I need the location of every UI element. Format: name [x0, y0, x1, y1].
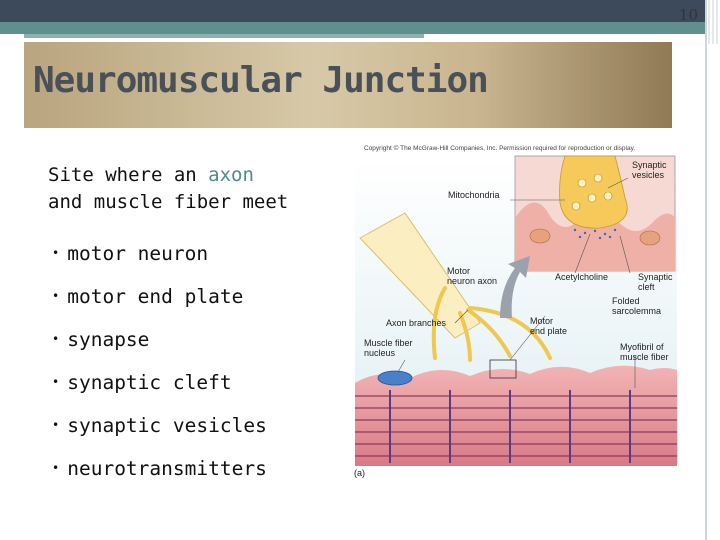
sarcolemma-folds [515, 202, 675, 271]
zoom-arrow [500, 256, 530, 318]
bullet-dot-icon: • [52, 332, 60, 346]
vesicle-3 [587, 193, 597, 203]
label-synaptic-vesicles-2: vesicles [632, 170, 665, 180]
label-folded-sarcolemma-1: Folded [612, 296, 640, 306]
end-plate-box [489, 359, 517, 379]
intro-line-1: Site where an axon [48, 162, 348, 189]
bullet-dot-icon: • [52, 418, 60, 432]
vesicle-2 [593, 173, 603, 183]
list-item: • synaptic vesicles [52, 410, 267, 453]
bullet-text: motor end plate [67, 285, 244, 308]
vesicle-4 [603, 191, 613, 201]
intro-line-1-text: Site where an [48, 164, 209, 186]
intro-accent-axon: axon [208, 164, 254, 186]
muscle-fiber [355, 365, 677, 466]
label-synaptic-vesicles-1: Synaptic [632, 160, 667, 170]
intro-line-2: and muscle fiber meet [48, 191, 289, 213]
intro-text: Site where an axon and muscle fiber meet [48, 162, 348, 216]
list-item: • motor neuron [52, 238, 267, 281]
label-axon-branches: Axon branches [386, 318, 447, 328]
slide-title: Neuromuscular Junction [33, 60, 489, 101]
bullet-dot-icon: • [52, 246, 60, 260]
right-stripes [708, 0, 720, 44]
myofibril-striations [355, 395, 677, 457]
label-muscle-fiber-nucleus-2: nucleus [364, 348, 396, 358]
label-muscle-fiber-nucleus-1: Muscle fiber [364, 338, 413, 348]
vesicle-5 [571, 201, 581, 211]
bullet-text: synaptic vesicles [67, 414, 267, 437]
bullet-dot-icon: • [52, 461, 60, 475]
motor-neuron-axon [359, 212, 481, 339]
label-folded-sarcolemma-2: sarcolemma [612, 306, 661, 316]
neuromuscular-junction-figure: Copyright © The McGraw-Hill Companies, I… [350, 138, 680, 478]
figure-panel-label: (a) [354, 468, 365, 478]
bullet-text: motor neuron [67, 242, 209, 265]
list-item: • synaptic cleft [52, 367, 267, 410]
page-number: 10 [678, 6, 698, 24]
figure-illustration: Copyright © The McGraw-Hill Companies, I… [354, 144, 677, 478]
mitochondrion-2 [639, 230, 661, 246]
axon-branches [431, 286, 552, 362]
axon-terminal [559, 155, 628, 229]
vesicle-1 [577, 178, 587, 188]
acetylcholine-dots [573, 228, 617, 240]
bullet-text: synaptic cleft [67, 371, 232, 394]
bullet-text: neurotransmitters [67, 457, 267, 480]
top-bar [0, 0, 705, 22]
list-item: • neurotransmitters [52, 453, 267, 496]
label-mitochondria: Mitochondria [448, 190, 500, 200]
label-acetylcholine: Acetylcholine [555, 272, 608, 282]
title-banner [24, 42, 672, 128]
bullet-dot-icon: • [52, 375, 60, 389]
leader-lines [397, 177, 636, 388]
top-thin-bar [24, 34, 424, 38]
bullet-dot-icon: • [52, 289, 60, 303]
top-accent-bar [0, 22, 705, 34]
z-lines [389, 390, 631, 463]
bullet-list: •motor neuron •motor end plate •synapse … [52, 238, 267, 496]
right-rule [705, 0, 707, 540]
mitochondrion-1 [529, 228, 551, 244]
label-myofibril-2: muscle fiber [620, 352, 669, 362]
bullet-text: synapse [67, 328, 150, 351]
muscle-fiber-nucleus [377, 370, 413, 386]
list-item: • motor end plate [52, 281, 267, 324]
label-synaptic-cleft-2: cleft [638, 282, 655, 292]
label-motor-end-plate-2: end plate [530, 326, 567, 336]
figure-copyright: Copyright © The McGraw-Hill Companies, I… [364, 144, 635, 152]
label-synaptic-cleft-1: Synaptic [638, 272, 673, 282]
list-item: • synapse [52, 324, 267, 367]
label-motor-neuron-axon-1: Motor [447, 266, 470, 276]
label-myofibril-1: Myofibril of [620, 342, 664, 352]
label-motor-end-plate-1: Motor [530, 316, 553, 326]
label-motor-neuron-axon-2: neuron axon [447, 276, 497, 286]
